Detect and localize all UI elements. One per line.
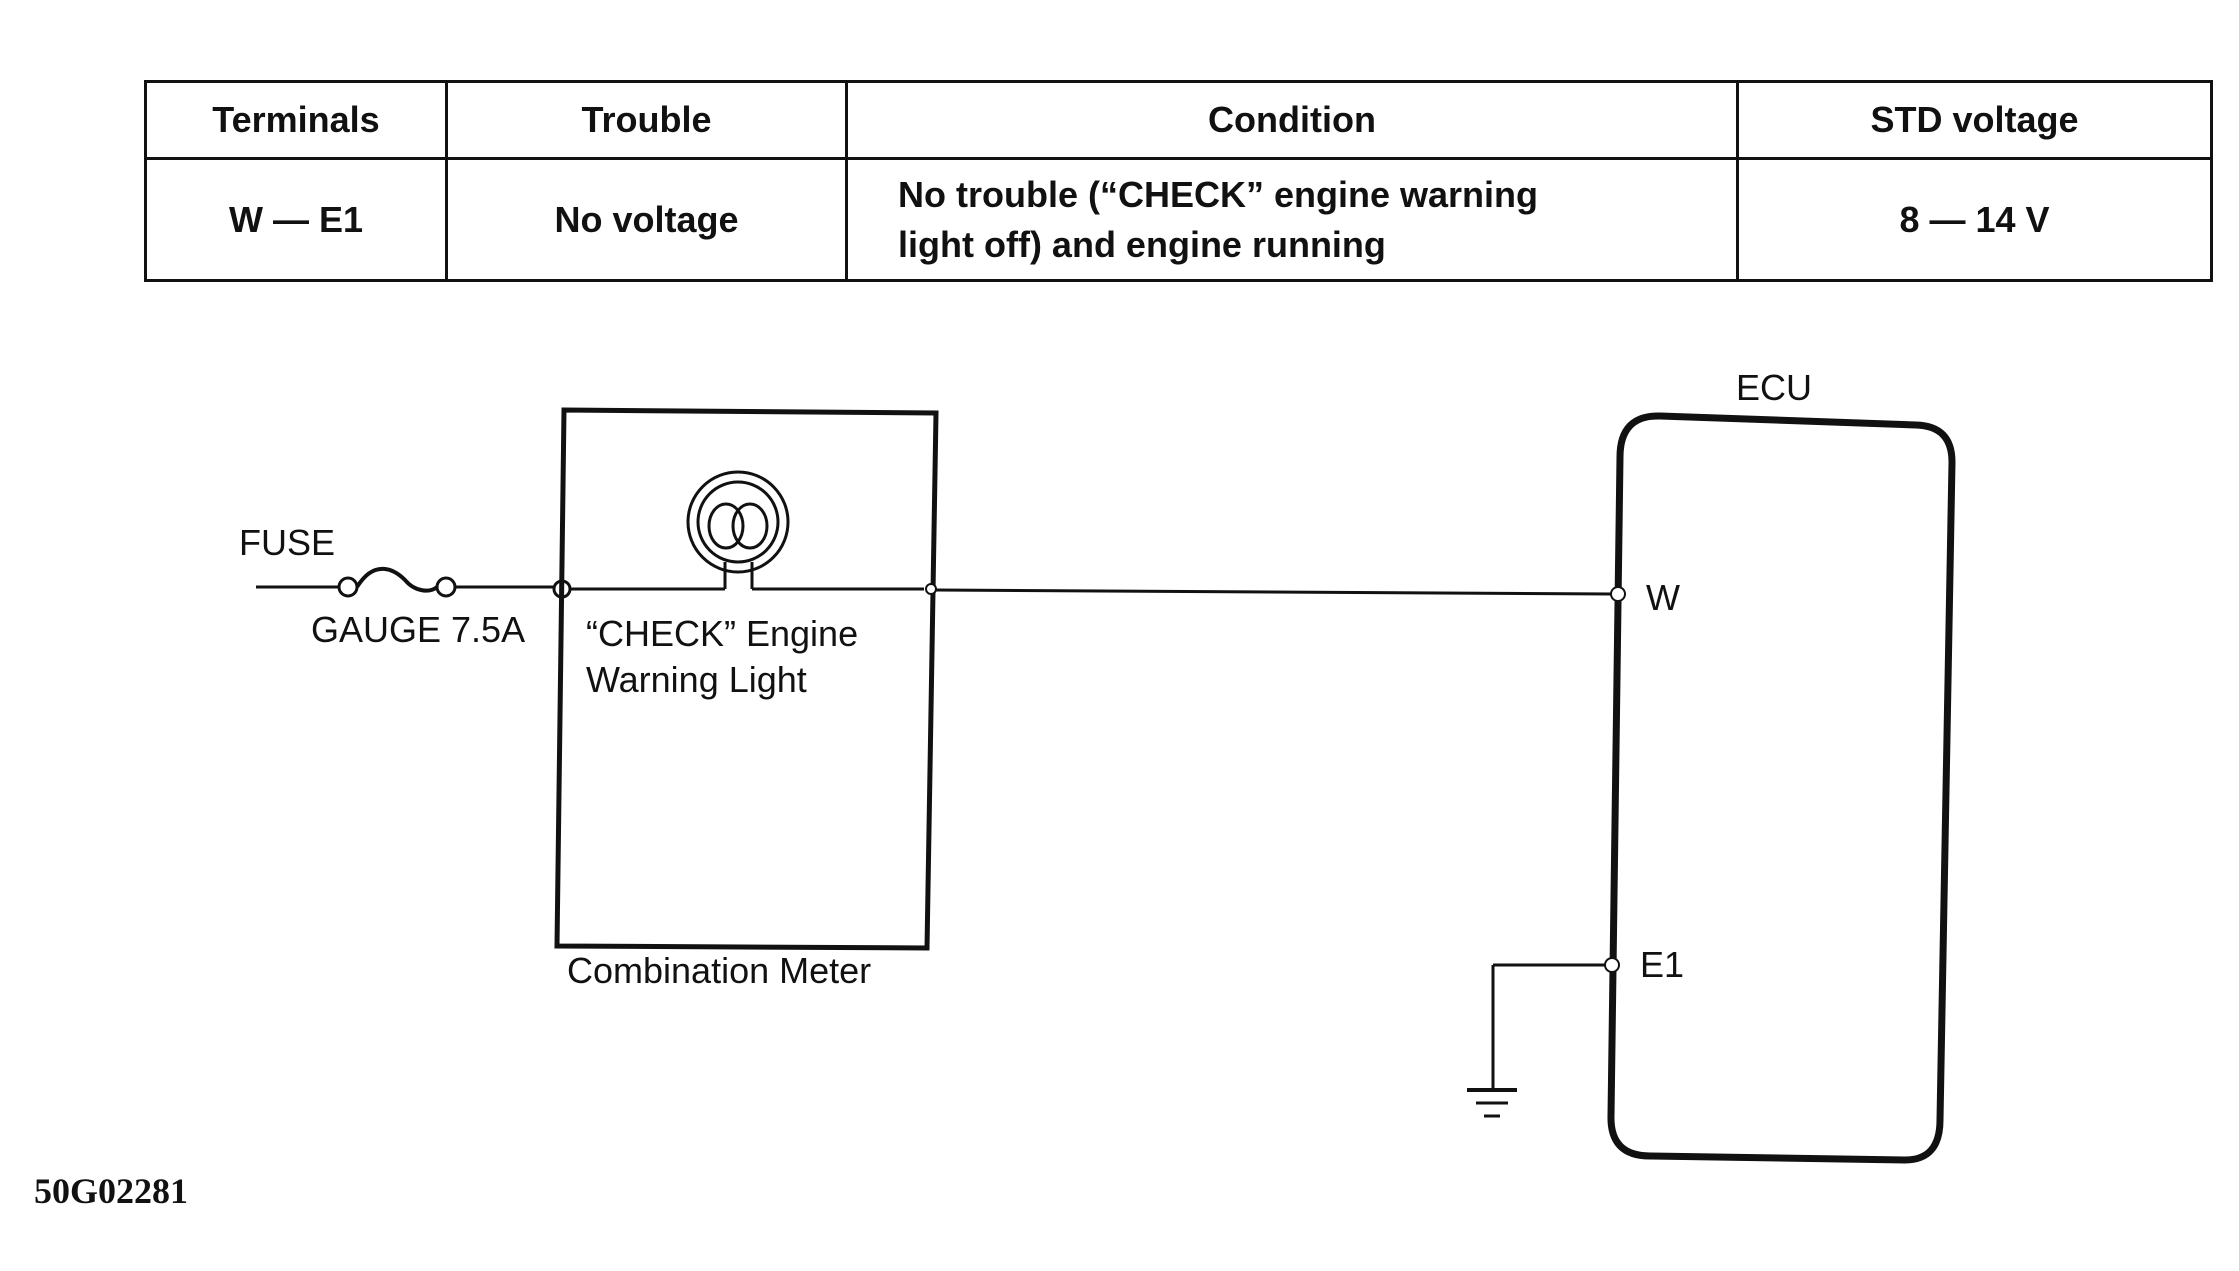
bulb-icon — [686, 470, 790, 574]
header-condition: Condition — [845, 80, 1739, 160]
ecu-terminal-e1 — [1604, 957, 1620, 973]
spec-table: Terminals Trouble Condition STD voltage … — [144, 80, 2213, 282]
ecu-terminal-w — [1610, 586, 1626, 602]
lamp-label-line-2: Warning Light — [586, 659, 807, 700]
condition-line-1: No trouble (“CHECK” engine warning — [898, 173, 1539, 215]
cell-condition: No trouble (“CHECK” engine warning light… — [845, 157, 1739, 282]
fuse-rating-label: GAUGE 7.5A — [311, 609, 525, 650]
condition-line-2: light off) and engine running — [898, 223, 1386, 265]
table-row: W — E1 No voltage No trouble (“CHECK” en… — [144, 157, 2213, 282]
terminal-w-label: W — [1646, 577, 1680, 618]
ecu-label: ECU — [1736, 367, 1812, 408]
ecu-box — [1607, 412, 1956, 1164]
ground-icon — [1467, 1088, 1517, 1118]
cell-std-voltage: 8 — 14 V — [1736, 157, 2213, 282]
figure-code: 50G02281 — [34, 1171, 189, 1211]
terminal-e1-label: E1 — [1640, 944, 1684, 985]
meter-output-terminal — [925, 583, 937, 595]
combination-meter-label: Combination Meter — [567, 950, 871, 991]
fuse-terminal-left — [337, 576, 359, 598]
table-header-row: Terminals Trouble Condition STD voltage — [144, 80, 2213, 160]
lamp-label-line-1: “CHECK” Engine — [586, 613, 858, 654]
fuse-terminal-right — [435, 576, 457, 598]
header-std-voltage: STD voltage — [1736, 80, 2213, 160]
fuse-label: FUSE — [239, 522, 335, 563]
header-trouble: Trouble — [445, 80, 848, 160]
combination-meter-box — [554, 407, 939, 951]
cell-trouble: No voltage — [445, 157, 848, 282]
signal-wire-to-ecu — [935, 588, 1613, 596]
cell-terminals: W — E1 — [144, 157, 448, 282]
header-terminals: Terminals — [144, 80, 448, 160]
fuse-symbol — [355, 566, 439, 593]
